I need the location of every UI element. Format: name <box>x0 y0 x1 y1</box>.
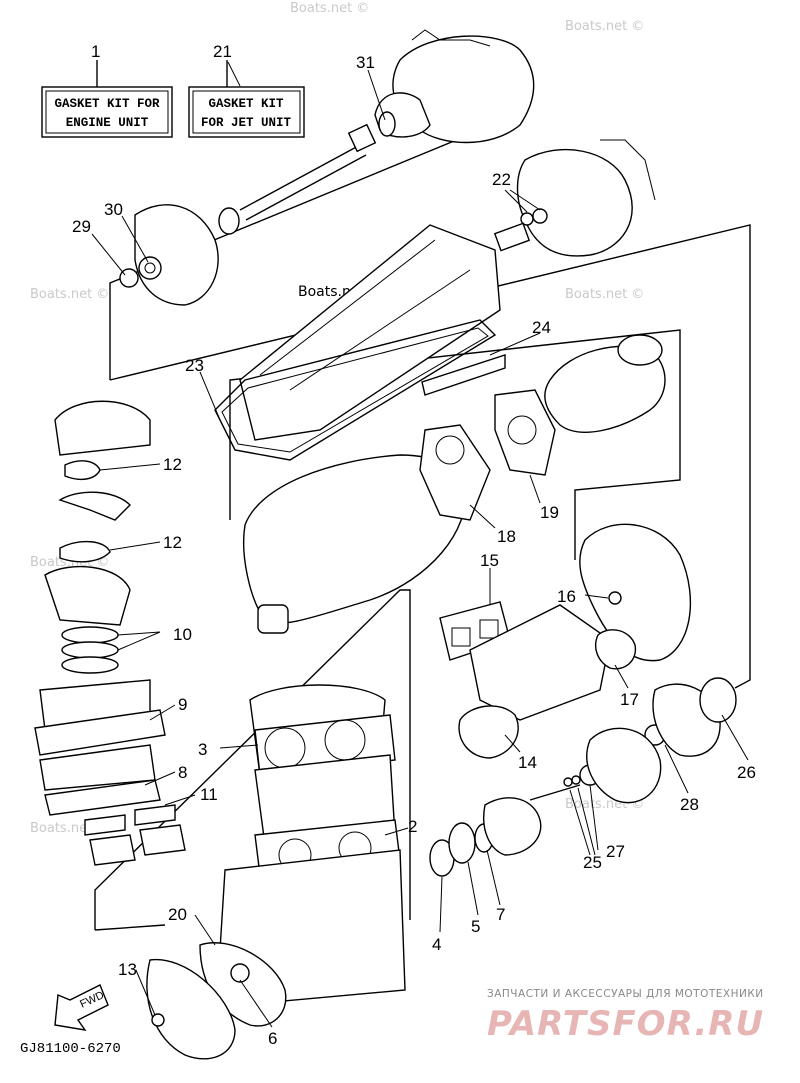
part-number: 1 <box>91 42 100 61</box>
part-number: 12 <box>163 533 182 552</box>
part-number: 27 <box>606 842 625 861</box>
part-number: 4 <box>432 935 441 954</box>
fwd-arrow: FWD <box>54 984 109 1031</box>
part-number: 18 <box>497 527 516 546</box>
part-number: 13 <box>118 960 137 979</box>
part-number: 21 <box>213 42 232 61</box>
part-number: 25 <box>583 853 602 872</box>
part-number: 11 <box>200 785 218 804</box>
part-number: 28 <box>680 795 699 814</box>
part-number: 26 <box>737 763 756 782</box>
part-number: 31 <box>356 53 375 72</box>
part-number: 6 <box>268 1029 277 1048</box>
watermark: Boats.net © <box>565 287 644 302</box>
part-number: 29 <box>72 217 91 236</box>
part-number: 24 <box>532 318 551 337</box>
watermark: Boats.net © <box>290 1 369 16</box>
part-number: 22 <box>492 170 511 189</box>
svg-text:ENGINE UNIT: ENGINE UNIT <box>66 116 149 130</box>
part-number: 8 <box>178 763 187 782</box>
part-number: 5 <box>471 917 480 936</box>
diagram-code: GJ81100-6270 <box>20 1041 121 1057</box>
brand-logo: PARTSFOR.RU <box>487 1004 764 1044</box>
part-number: 30 <box>104 200 123 219</box>
svg-text:GASKET KIT FOR: GASKET KIT FOR <box>54 97 160 111</box>
part-number: 2 <box>408 817 417 836</box>
part-number: 14 <box>518 753 537 772</box>
part-number: 20 <box>168 905 187 924</box>
part-number: 9 <box>178 695 187 714</box>
watermark: Boats.net © <box>565 19 644 34</box>
part-number: 12 <box>163 455 182 474</box>
part-number: 7 <box>496 905 505 924</box>
watermark: Boats.net © <box>30 287 109 302</box>
svg-text:FOR JET UNIT: FOR JET UNIT <box>201 116 292 130</box>
part-number: 23 <box>185 356 204 375</box>
part-number: 15 <box>480 551 499 570</box>
part-number: 3 <box>198 740 207 759</box>
part-number: 10 <box>173 625 192 644</box>
jet-gasket-kit-box: GASKET KIT FOR JET UNIT <box>188 60 305 138</box>
brand-tagline: ЗАПЧАСТИ И АКСЕССУАРЫ ДЛЯ МОТОТЕХНИКИ <box>487 988 764 1000</box>
part-number: 16 <box>557 587 576 606</box>
part-number: 19 <box>540 503 559 522</box>
part-number: 17 <box>620 690 639 709</box>
engine-gasket-kit-box: GASKET KIT FOR ENGINE UNIT <box>41 60 173 138</box>
svg-text:GASKET KIT: GASKET KIT <box>208 97 284 111</box>
